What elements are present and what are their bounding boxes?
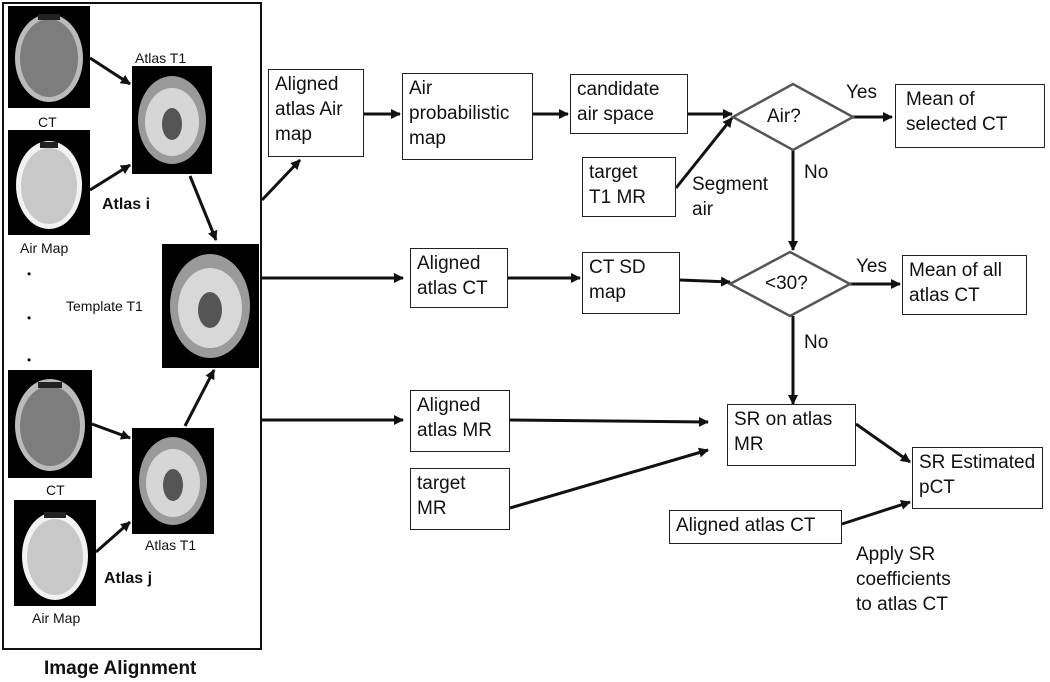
box-line: selected CT [906, 114, 1008, 135]
yes-label-2: Yes [856, 256, 887, 277]
yes-label-1: Yes [846, 82, 877, 103]
target-mr-box: target MR [410, 468, 510, 530]
air-map-top-label: Air Map [20, 240, 69, 256]
ct-top-label: CT [38, 114, 57, 130]
box-line: Aligned [275, 74, 339, 95]
lt30-decision-diamond [727, 250, 853, 318]
box-line: Aligned [417, 395, 481, 416]
dot-2: • [27, 311, 32, 325]
air-decision-diamond [730, 82, 856, 152]
box-line: atlas Air [275, 99, 343, 120]
mean-selected-ct-box: Mean of selected CT [895, 84, 1045, 148]
air-map-bottom-label: Air Map [32, 610, 81, 626]
ct-sd-map-box: CT SD map [582, 252, 680, 314]
ct-bottom-label: CT [46, 482, 65, 498]
box-line: map [275, 124, 312, 145]
dot-1: • [27, 267, 32, 281]
box-line: CT SD [589, 257, 646, 278]
atlas-t1-top-label: Atlas T1 [135, 50, 187, 66]
box-line: pCT [919, 477, 955, 498]
box-line: atlas MR [417, 420, 492, 441]
label-line: coefficients [856, 569, 951, 590]
atlas-t1-bottom-image [132, 428, 214, 534]
box-line: atlas CT [417, 278, 488, 299]
template-t1-label: Template T1 [66, 298, 143, 314]
box-line: MR [417, 498, 447, 519]
box-line: T1 MR [589, 187, 646, 208]
segment-air-label: Segment air [692, 172, 768, 222]
aligned-atlas-ct-box: Aligned atlas CT [410, 248, 508, 308]
ct-scan-bottom-image [8, 370, 92, 478]
sr-estimated-pct-box: SR Estimated pCT [912, 447, 1043, 509]
box-line: atlas CT [909, 285, 980, 306]
aligned-atlas-mr-box: Aligned atlas MR [410, 390, 510, 452]
air-map-bottom-image [14, 500, 96, 606]
label-line: to atlas CT [856, 594, 948, 615]
box-line: Mean of all [909, 260, 1002, 281]
box-line: Air [409, 78, 433, 99]
label-line: Segment [692, 174, 769, 195]
box-line: Mean of [906, 89, 975, 110]
candidate-air-space-box: candidate air space [570, 74, 688, 134]
image-alignment-caption: Image Alignment [44, 658, 197, 679]
box-line: Aligned [417, 253, 481, 274]
atlas-t1-top-image [132, 66, 212, 174]
ct-scan-top-image [8, 6, 90, 108]
no-label-2: No [804, 332, 829, 353]
box-line: target [589, 162, 638, 183]
box-line: map [409, 128, 446, 149]
mean-all-atlas-ct-box: Mean of all atlas CT [902, 255, 1027, 315]
apply-sr-label: Apply SR coefficients to atlas CT [856, 542, 951, 617]
label-line: Apply SR [856, 544, 936, 565]
label-line: air [692, 199, 714, 220]
air-decision-label: Air? [767, 106, 801, 127]
lt30-decision-label: <30? [765, 273, 808, 294]
no-label-1: No [804, 162, 829, 183]
box-line: SR Estimated [919, 452, 1036, 473]
air-probabilistic-map-box: Air probabilistic map [402, 73, 533, 160]
box-line: air space [577, 104, 655, 125]
target-t1-mr-box: target T1 MR [582, 157, 676, 217]
dot-3: • [27, 353, 32, 367]
image-alignment-panel [2, 2, 262, 650]
atlas-i-label: Atlas i [102, 196, 151, 213]
atlas-t1-bottom-label: Atlas T1 [145, 537, 197, 553]
box-line: SR on atlas [734, 409, 833, 430]
aligned-atlas-air-map-box: Aligned atlas Air map [268, 69, 364, 157]
box-line: candidate [577, 79, 660, 100]
box-line: probabilistic [409, 103, 510, 124]
air-map-top-image [8, 130, 90, 235]
sr-on-atlas-mr-box: SR on atlas MR [727, 404, 856, 466]
template-t1-image [162, 244, 259, 368]
aligned-atlas-ct-2-box: Aligned atlas CT [669, 510, 842, 544]
box-line: MR [734, 434, 764, 455]
box-line: target [417, 473, 466, 494]
box-line: map [589, 282, 626, 303]
box-line: Aligned atlas CT [676, 515, 816, 536]
atlas-j-label: Atlas j [104, 570, 153, 587]
